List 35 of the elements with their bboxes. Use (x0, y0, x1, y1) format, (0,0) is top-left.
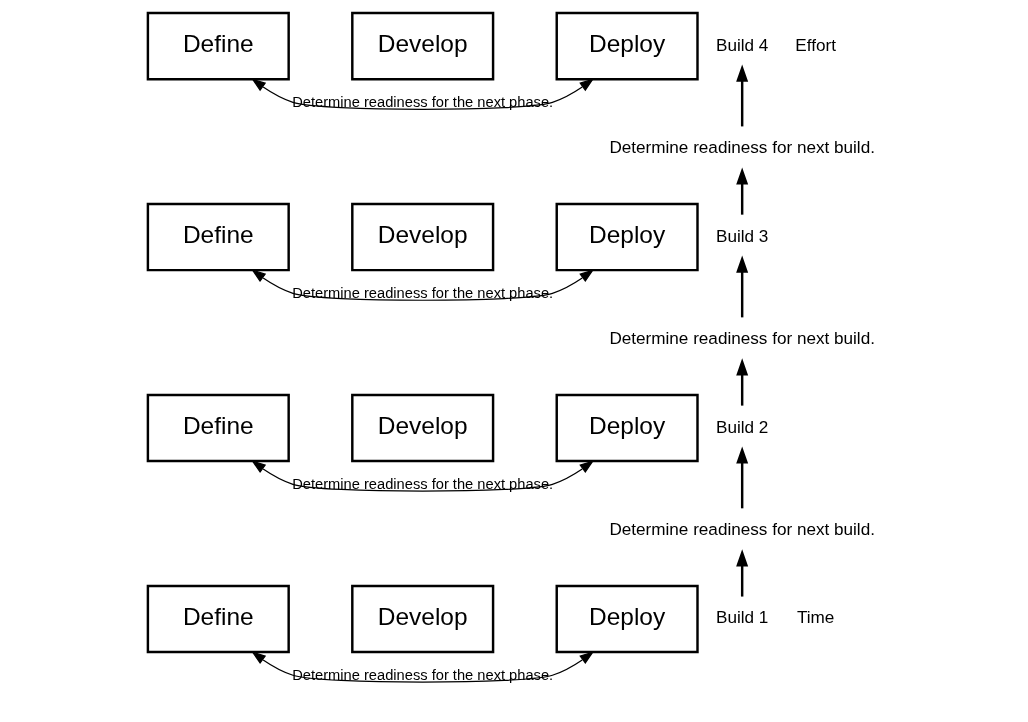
label: Effort (794, 34, 836, 55)
node-box: Deploy (555, 393, 699, 463)
node-box: Define (146, 584, 290, 654)
edge-label: Determine readiness for the next phase. (291, 666, 553, 683)
node-box: Develop (350, 11, 494, 81)
node-box: Deploy (555, 584, 699, 654)
node-text: Build 3 (715, 225, 768, 246)
node-box: Define (146, 393, 290, 463)
node-box: Define (146, 202, 290, 272)
edge-label: Determine readiness for the next phase. (291, 93, 553, 110)
node-text: Determine readiness for next build. (608, 519, 875, 540)
arrow (250, 78, 594, 110)
arrow (250, 269, 594, 301)
node-text: Build 1 (715, 607, 768, 628)
arrow (735, 549, 748, 597)
node-text: Determine readiness for next build. (608, 137, 875, 158)
node-text: Build 2 (715, 416, 768, 437)
label: Time (796, 607, 834, 628)
arrow (735, 358, 748, 406)
node-box: Develop (350, 202, 494, 272)
arrow (250, 460, 594, 492)
arrow (735, 167, 748, 215)
node-box: Develop (350, 393, 494, 463)
node-text: Build 4 (715, 34, 768, 55)
node-text: Determine readiness for next build. (608, 328, 875, 349)
node-box: Develop (350, 584, 494, 654)
edge-label: Determine readiness for the next phase. (291, 475, 553, 492)
edge-label: Determine readiness for the next phase. (291, 284, 553, 301)
node-box: Deploy (555, 11, 699, 81)
node-box: Define (146, 11, 290, 81)
arrow (735, 64, 748, 127)
arrow (250, 651, 594, 683)
arrow (735, 255, 748, 318)
arrow (735, 446, 748, 509)
node-box: Deploy (555, 202, 699, 272)
